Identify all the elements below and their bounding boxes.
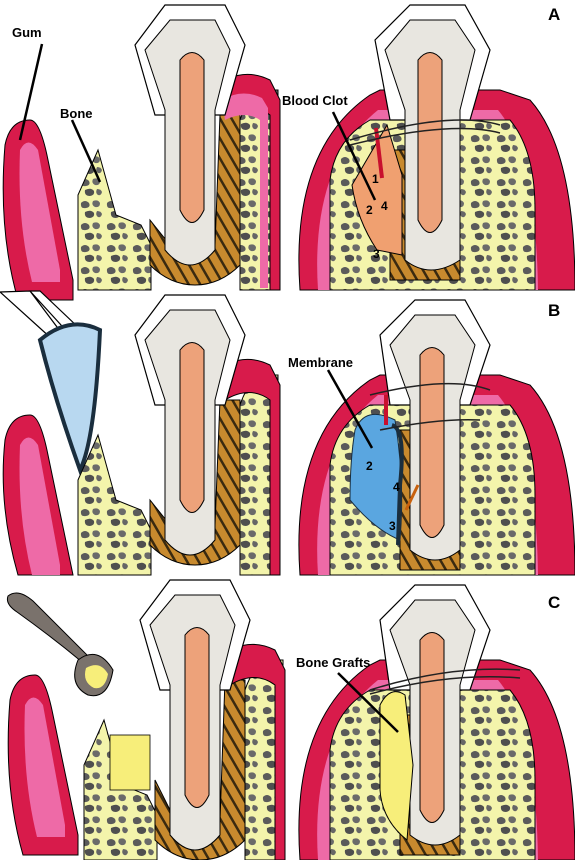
tooth-pulp (179, 342, 205, 513)
suture (369, 668, 521, 695)
blood-clot (351, 123, 403, 256)
tooth-pulp (419, 347, 445, 538)
panel-c-right-scene (298, 584, 575, 860)
bone-label: Bone (60, 106, 93, 121)
gum-flap-inner (19, 437, 60, 575)
bone-graft (379, 691, 414, 841)
suture (349, 119, 501, 146)
bone-grafts-pointer (337, 672, 399, 733)
tooth-pulp (419, 632, 445, 823)
graft-in-spoon (85, 665, 108, 689)
marker-3: 3 (389, 519, 396, 533)
gum-flap-inner (24, 697, 65, 837)
membrane-label: Membrane (288, 355, 353, 370)
panel-b: 2 3 4 Membrane B (0, 290, 575, 576)
bone-graft-filled (109, 734, 151, 791)
panel-a-right-scene: 1 2 3 4 (298, 4, 575, 291)
membrane-pointer (326, 369, 374, 449)
panel-b-right-scene: 2 3 4 (298, 299, 575, 576)
gum-right-inner (222, 93, 268, 288)
marker-3: 3 (373, 247, 380, 261)
gum-pointer (18, 43, 44, 141)
membrane-piece (37, 322, 103, 476)
bone-pointer (70, 119, 102, 183)
marker-1: 1 (372, 172, 379, 186)
panel-c-left-scene (6, 579, 286, 860)
panel-c: Bone Grafts C (6, 579, 575, 860)
panel-b-left-scene (0, 290, 281, 576)
gum-label: Gum (12, 25, 42, 40)
bone-grafts-label: Bone Grafts (296, 655, 370, 670)
panel-a-left-scene (2, 4, 281, 301)
marker-2: 2 (366, 459, 373, 473)
arrow-1 (374, 127, 384, 179)
tooth-pulp (417, 52, 443, 233)
arrow-up (404, 484, 420, 511)
panel-letter-a: A (548, 5, 560, 24)
panel-a: 1 2 3 4 Gum Bone Blood Clot A (2, 4, 575, 301)
tooth-pulp (179, 52, 205, 223)
marker-4: 4 (393, 480, 400, 494)
spoon (6, 592, 89, 663)
tooth-pulp (184, 627, 210, 808)
marker-2: 2 (366, 203, 373, 217)
suture (369, 382, 491, 431)
panel-letter-c: C (548, 593, 560, 612)
blood-clot-pointer (331, 111, 377, 201)
bone-left (77, 433, 152, 576)
panel-letter-b: B (548, 301, 560, 320)
bone-left (77, 148, 152, 291)
marker-4: 4 (381, 199, 388, 213)
blood-clot-label: Blood Clot (282, 93, 348, 108)
gum-flap-inner (19, 142, 60, 282)
